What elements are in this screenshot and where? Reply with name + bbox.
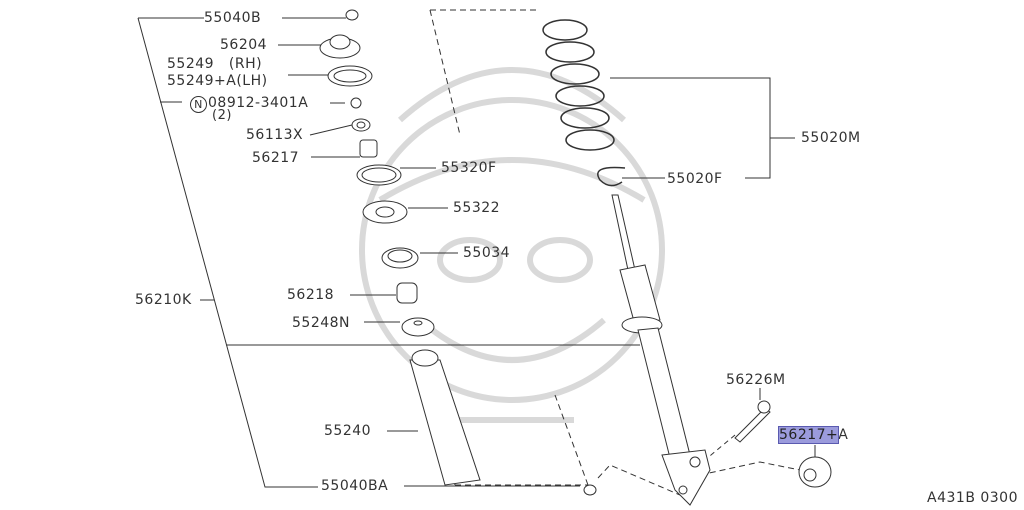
n-symbol-icon: N: [190, 96, 207, 113]
diagram-code: A431B 0300: [927, 490, 1018, 506]
part-label-55034[interactable]: 55034: [463, 245, 511, 261]
bracket-56210k: [137, 17, 318, 488]
part-label-55320f[interactable]: 55320F: [441, 160, 497, 176]
part-label-55020f[interactable]: 55020F: [667, 171, 723, 187]
part-label-55040ba[interactable]: 55040BA: [321, 478, 389, 494]
part-label-56113x[interactable]: 56113X: [246, 127, 304, 143]
part-qty-08912-3401a: (2): [212, 108, 232, 123]
part-label-56217[interactable]: 56217: [252, 150, 300, 166]
part-label-55249-rh[interactable]: 55249 (RH): [167, 56, 263, 72]
selection-highlight: 56217+: [777, 426, 840, 444]
part-label-56204[interactable]: 56204: [220, 37, 268, 53]
shock-absorber: [611, 194, 832, 506]
part-label-56226m[interactable]: 56226M: [726, 372, 786, 388]
part-label-55040b[interactable]: 55040B: [204, 10, 262, 26]
part-label-56217a-selected[interactable]: 56217+A: [777, 426, 849, 444]
part-label-55249a-lh[interactable]: 55249+A(LH): [167, 73, 268, 89]
part-label-55322[interactable]: 55322: [453, 200, 501, 216]
coil-spring: [542, 19, 626, 187]
part-label-56218[interactable]: 56218: [287, 287, 335, 303]
part-label-55020m[interactable]: 55020M: [801, 130, 861, 146]
part-label-56210k[interactable]: 56210K: [135, 292, 192, 308]
watermark-logo: [359, 67, 665, 423]
part-label-55240[interactable]: 55240: [324, 423, 372, 439]
part-label-55248n[interactable]: 55248N: [292, 315, 351, 331]
